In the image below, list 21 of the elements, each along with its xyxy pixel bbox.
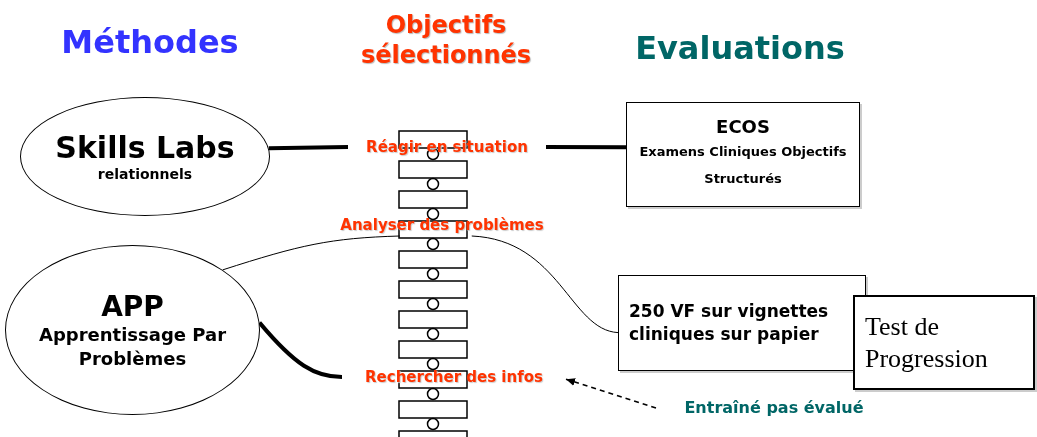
evaluation-box <box>618 275 866 371</box>
node-title: ECOS <box>716 116 770 138</box>
node-subtitle: relationnels <box>97 166 193 183</box>
node-subtitle: Apprentissage Par Problèmes <box>37 323 227 371</box>
column-heading: Evaluations <box>634 28 846 68</box>
connector-line <box>471 235 619 334</box>
node-title: Entraîné pas évalué <box>684 398 864 418</box>
column-heading: Objectifs sélectionnés <box>359 10 533 70</box>
box-title: Test de Progression <box>865 311 989 374</box>
connector-line <box>268 145 349 151</box>
column-heading: Méthodes <box>60 22 240 62</box>
node-title: Skills Labs <box>55 130 235 167</box>
node-subtitle: Examens Cliniques Objectifs Structurés <box>638 143 848 189</box>
evaluation-box <box>626 102 860 207</box>
connector-line <box>546 145 626 150</box>
node-title: APP <box>101 289 164 324</box>
connector-line <box>258 321 343 379</box>
evaluation-box <box>853 295 1035 390</box>
node-title: 250 VF sur vignettes cliniques sur papier <box>629 300 830 346</box>
arrow <box>565 378 657 409</box>
connector-line <box>222 235 401 271</box>
